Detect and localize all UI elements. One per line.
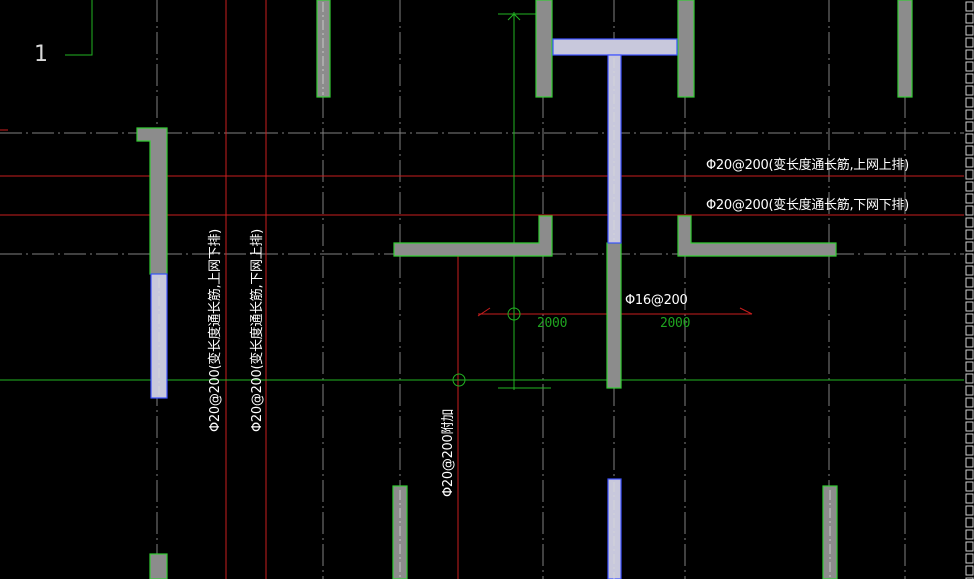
dimension-left[interactable]: 2000: [537, 316, 568, 331]
ruler-tick: [965, 517, 974, 528]
ruler-tick: [965, 253, 974, 264]
ruler-tick: [965, 529, 974, 540]
wall-center-lines: [158, 2, 831, 579]
rebar-label-vert-upper[interactable]: Φ20@200(变长度通长筋,上网下排): [208, 229, 223, 432]
ruler-tick: [965, 181, 974, 192]
ruler-tick: [965, 217, 974, 228]
selected-wall-segment: [552, 38, 678, 56]
ruler-tick: [965, 109, 974, 120]
ruler-tick: [965, 505, 974, 516]
ruler-tick: [965, 97, 974, 108]
ruler-tick: [965, 385, 974, 396]
wall-segment: [136, 127, 168, 275]
ruler-tick: [965, 337, 974, 348]
ruler-tick: [965, 121, 974, 132]
ruler-tick: [965, 481, 974, 492]
wall-segment: [316, 0, 331, 98]
wall-segment: [535, 0, 553, 98]
selected-walls[interactable]: [150, 38, 678, 579]
wall-segment: [677, 215, 837, 257]
rebar-label-top-upper[interactable]: Φ20@200(变长度通长筋,上网上排): [706, 158, 909, 173]
ruler-tick: [965, 265, 974, 276]
wall-segment: [677, 0, 695, 98]
ruler-tick: [965, 469, 974, 480]
ruler-tick: [965, 169, 974, 180]
ruler-tick: [965, 409, 974, 420]
wall-segment: [149, 553, 168, 579]
viewport-number: 1: [34, 42, 48, 67]
ruler-tick: [965, 85, 974, 96]
ruler-tick: [965, 25, 974, 36]
rebar-label-top-lower[interactable]: Φ20@200(变长度通长筋,下网下排): [706, 198, 909, 213]
wall-segment: [897, 0, 913, 98]
ruler-tick: [965, 205, 974, 216]
ruler-tick: [965, 229, 974, 240]
ruler-tick: [965, 361, 974, 372]
ruler-tick: [965, 37, 974, 48]
ruler-tick: [965, 301, 974, 312]
ruler-tick: [965, 145, 974, 156]
ruler-tick: [965, 565, 974, 576]
ruler-tick: [965, 349, 974, 360]
ruler-tick: [965, 553, 974, 564]
ruler-tick: [965, 373, 974, 384]
axis-circle-marker[interactable]: [507, 307, 521, 321]
wall-segment: [393, 215, 553, 257]
ruler-tick: [965, 1, 974, 12]
ruler-tick: [965, 541, 974, 552]
ruler-tick: [965, 73, 974, 84]
dimension-right[interactable]: 2000: [660, 316, 691, 331]
selected-wall-segment: [607, 478, 622, 579]
ruler-tick: [965, 421, 974, 432]
ruler-tick: [965, 289, 974, 300]
rebar-label-center[interactable]: Φ16@200: [625, 293, 688, 308]
ruler-tick: [965, 157, 974, 168]
ruler-tick: [965, 445, 974, 456]
ruler-tick: [965, 133, 974, 144]
ruler-tick: [965, 241, 974, 252]
rebar-label-vert-lower[interactable]: Φ20@200(变长度通长筋,下网上排): [250, 229, 265, 432]
ruler-tick: [965, 13, 974, 24]
ruler-tick: [965, 433, 974, 444]
ruler-tick: [965, 457, 974, 468]
selected-wall-segment: [607, 54, 622, 244]
ruler-tick: [965, 61, 974, 72]
ruler-tick: [965, 397, 974, 408]
ruler-tick: [965, 493, 974, 504]
ruler-tick: [965, 193, 974, 204]
ruler-tick: [965, 49, 974, 60]
ruler-tick: [965, 313, 974, 324]
ruler-tick: [965, 277, 974, 288]
ruler-tick: [965, 325, 974, 336]
ruler-tick: [965, 577, 974, 579]
axis-circle-marker[interactable]: [452, 373, 466, 387]
vertical-ruler[interactable]: [964, 0, 974, 579]
wall-segment: [606, 242, 622, 389]
rebar-label-additional[interactable]: Φ20@200附加: [441, 409, 456, 497]
